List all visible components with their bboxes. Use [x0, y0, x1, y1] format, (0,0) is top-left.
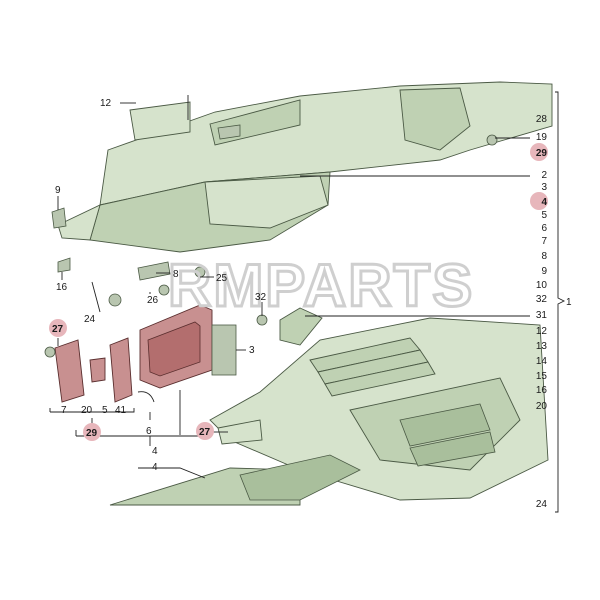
part-number-17: 15: [536, 371, 548, 382]
part-number-9: 8: [541, 251, 547, 262]
callout-32: 32: [255, 292, 267, 303]
watermark-text: RMPARTS: [168, 252, 474, 319]
part-number-2: 29: [536, 148, 548, 159]
small-parts: [44, 134, 498, 403]
callout-12: 12: [100, 98, 112, 109]
group-label: 1: [566, 297, 572, 308]
part-number-20: 24: [536, 499, 548, 510]
part-number-1: 19: [536, 132, 548, 143]
part-number-8: 7: [541, 236, 547, 247]
callout-25: 25: [216, 273, 228, 284]
part-number-6: 5: [541, 210, 547, 221]
part-number-18: 16: [536, 385, 548, 396]
part-number-16: 14: [536, 356, 548, 367]
callout-24: 24: [84, 314, 96, 325]
callout-7: 7: [61, 405, 67, 416]
callout-6: 6: [146, 426, 152, 437]
callout-4-tray: 4: [152, 462, 158, 473]
part-number-7: 6: [541, 223, 547, 234]
battery-module-tray: [109, 317, 549, 506]
part-number-13: 31: [536, 310, 548, 321]
battery-top-cover: [57, 81, 553, 253]
callout-27-bottom: 27: [199, 427, 211, 438]
part-number-4: 3: [541, 182, 547, 193]
highlight-right-2: [530, 143, 548, 161]
part-number-10: 9: [541, 266, 547, 277]
part-number-12: 32: [536, 294, 548, 305]
part-number-11: 10: [536, 280, 548, 291]
part-number-list: 28 19 29 23 4 5 6 7 8 9 10 32 31 12 13 14 15 16 20 24: [530, 114, 548, 510]
leader-lines: [49, 91, 566, 513]
part-number-3: 2: [541, 170, 547, 181]
callout-9: 9: [55, 185, 61, 196]
callout-4-group: 4: [152, 446, 158, 457]
highlight-right-5: [530, 192, 548, 210]
part-number-19: 20: [536, 401, 548, 412]
callout-8: 8: [173, 269, 179, 280]
highlight-27a: [49, 319, 67, 337]
callout-26: 26: [147, 295, 159, 306]
callout-5: 5: [102, 405, 108, 416]
control-unit-assembly: [54, 304, 237, 403]
highlight-27b: [196, 422, 214, 440]
part-number-0: 28: [536, 114, 548, 125]
highlight-29: [83, 423, 101, 441]
part-number-14: 12: [536, 326, 548, 337]
callout-3: 3: [249, 345, 255, 356]
part-number-5: 4: [541, 197, 547, 208]
callout-29-left: 29: [86, 428, 98, 439]
part-number-15: 13: [536, 341, 548, 352]
callout-20: 20: [81, 405, 93, 416]
callout-41: 41: [115, 405, 127, 416]
callout-16: 16: [56, 282, 68, 293]
callout-27-left: 27: [52, 324, 64, 335]
